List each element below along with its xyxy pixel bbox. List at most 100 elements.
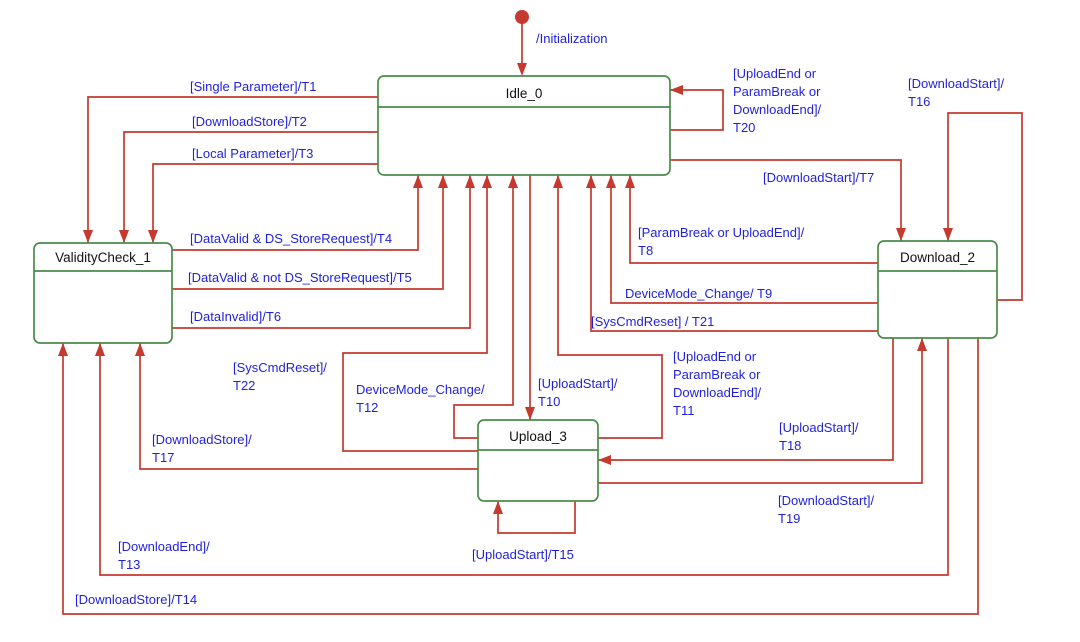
arrowhead-icon [438, 175, 448, 188]
transition-T6: [DataInvalid]/T6 [172, 175, 475, 329]
transition-T2: [DownloadStore]/T2 [119, 114, 378, 243]
transition-label-T19: [DownloadStart]/T19 [778, 493, 874, 526]
arrowhead-icon [606, 175, 616, 188]
state-Upload_3: Upload_3 [477, 419, 599, 502]
arrowhead-icon [83, 230, 93, 243]
transition-T8: [ParamBreak or UploadEnd]/T8 [625, 175, 878, 264]
transition-line-T11 [557, 175, 663, 439]
arrowhead-icon [465, 175, 475, 188]
arrowhead-icon [917, 338, 927, 351]
transition-T12: DeviceMode_Change/T12 [356, 175, 518, 439]
transition-line-T3 [152, 163, 378, 243]
transition-line-T8 [629, 175, 878, 264]
transition-line-T5 [172, 175, 444, 290]
transition-label-T15: [UploadStart]/T15 [472, 547, 574, 562]
state-Download_2: Download_2 [877, 240, 998, 339]
transition-T10: [UploadStart]/T10 [525, 175, 618, 420]
transition-T22: [SysCmdReset]/T22 [233, 175, 492, 452]
transition-label-T16: [DownloadStart]/T16 [908, 76, 1004, 109]
arrowhead-icon [670, 85, 683, 95]
transition-T19: [DownloadStart]/T19 [598, 338, 927, 526]
state-Idle_0: Idle_0 [377, 75, 671, 176]
transition-T16: [DownloadStart]/T16 [908, 76, 1023, 301]
transition-label-T1: [Single Parameter]/T1 [190, 79, 316, 94]
transition-T7: [DownloadStart]/T7 [670, 159, 906, 241]
transition-line-T21 [590, 175, 878, 332]
arrowhead-icon [943, 228, 953, 241]
transition-label-T18: [UploadStart]/T18 [779, 420, 859, 453]
transition-label-T4: [DataValid & DS_StoreRequest]/T4 [190, 231, 392, 246]
state-box-Download_2 [877, 240, 998, 339]
transition-T14: [DownloadStore]/T14 [58, 338, 979, 615]
arrowhead-icon [517, 63, 527, 76]
transition-label-T6: [DataInvalid]/T6 [190, 309, 281, 324]
transition-T13: [DownloadEnd]/T13 [95, 338, 949, 576]
transition-label-T12: DeviceMode_Change/T12 [356, 382, 485, 415]
transition-label-T3: [Local Parameter]/T3 [192, 146, 313, 161]
transition-T9: DeviceMode_Change/ T9 [606, 175, 878, 304]
arrowhead-icon [553, 175, 563, 188]
transition-line-T12 [453, 175, 514, 439]
transition-label-T2: [DownloadStore]/T2 [192, 114, 307, 129]
transition-T21: [SysCmdReset] / T21 [586, 175, 878, 332]
transition-line-T2 [123, 131, 378, 243]
transition-T5: [DataValid & not DS_StoreRequest]/T5 [172, 175, 448, 290]
transition-label-T8: [ParamBreak or UploadEnd]/T8 [638, 225, 805, 258]
transition-line-T18 [598, 338, 894, 461]
transition-label-T17: [DownloadStore]/T17 [152, 432, 252, 465]
state-box-Idle_0 [377, 75, 671, 176]
state-title-Upload_3: Upload_3 [509, 429, 567, 444]
transition-line-T7 [670, 159, 902, 241]
state-title-ValidityCheck_1: ValidityCheck_1 [55, 250, 151, 265]
arrowhead-icon [413, 175, 423, 188]
transition-label-T10: [UploadStart]/T10 [538, 376, 618, 409]
arrowhead-icon [119, 230, 129, 243]
arrowhead-icon [95, 343, 105, 356]
transition-label-T21: [SysCmdReset] / T21 [591, 314, 714, 329]
arrowhead-icon [493, 501, 503, 514]
transition-line-T22 [342, 175, 488, 452]
transition-line-T20 [670, 89, 724, 131]
arrowhead-icon [625, 175, 635, 188]
transition-line-T14 [62, 338, 979, 615]
arrowhead-icon [508, 175, 518, 188]
transition-line-T16 [947, 112, 1023, 301]
transition-line-T9 [610, 175, 878, 304]
transition-T3: [Local Parameter]/T3 [148, 146, 378, 243]
state-box-Upload_3 [477, 419, 599, 502]
state-title-Download_2: Download_2 [900, 250, 975, 265]
transition-line-T1 [87, 96, 378, 243]
transition-label-T13: [DownloadEnd]/T13 [118, 539, 210, 572]
transition-T17: [DownloadStore]/T17 [135, 343, 478, 470]
transition-line-T19 [598, 338, 923, 484]
state-ValidityCheck_1: ValidityCheck_1 [33, 242, 173, 344]
arrowhead-icon [148, 230, 158, 243]
transition-line-T17 [139, 343, 478, 470]
transition-label-T5: [DataValid & not DS_StoreRequest]/T5 [188, 270, 412, 285]
state-title-Idle_0: Idle_0 [506, 86, 543, 101]
initial-transition-label: /Initialization [536, 31, 608, 46]
transition-T1: [Single Parameter]/T1 [83, 79, 378, 243]
arrowhead-icon [482, 175, 492, 188]
transition-T4: [DataValid & DS_StoreRequest]/T4 [172, 175, 423, 251]
transition-line-T15 [497, 501, 576, 534]
transition-T18: [UploadStart]/T18 [598, 338, 894, 465]
transition-line-T4 [172, 175, 419, 251]
state-box-ValidityCheck_1 [33, 242, 173, 344]
arrowhead-icon [896, 228, 906, 241]
arrowhead-icon [135, 343, 145, 356]
arrowhead-icon [586, 175, 596, 188]
initial-state: /Initialization [515, 10, 608, 76]
transition-line-T13 [99, 338, 949, 576]
transition-label-T22: [SysCmdReset]/T22 [233, 360, 327, 393]
transition-T15: [UploadStart]/T15 [472, 501, 576, 562]
transition-line-T6 [172, 175, 471, 329]
arrowhead-icon [58, 343, 68, 356]
arrowhead-icon [598, 455, 611, 465]
